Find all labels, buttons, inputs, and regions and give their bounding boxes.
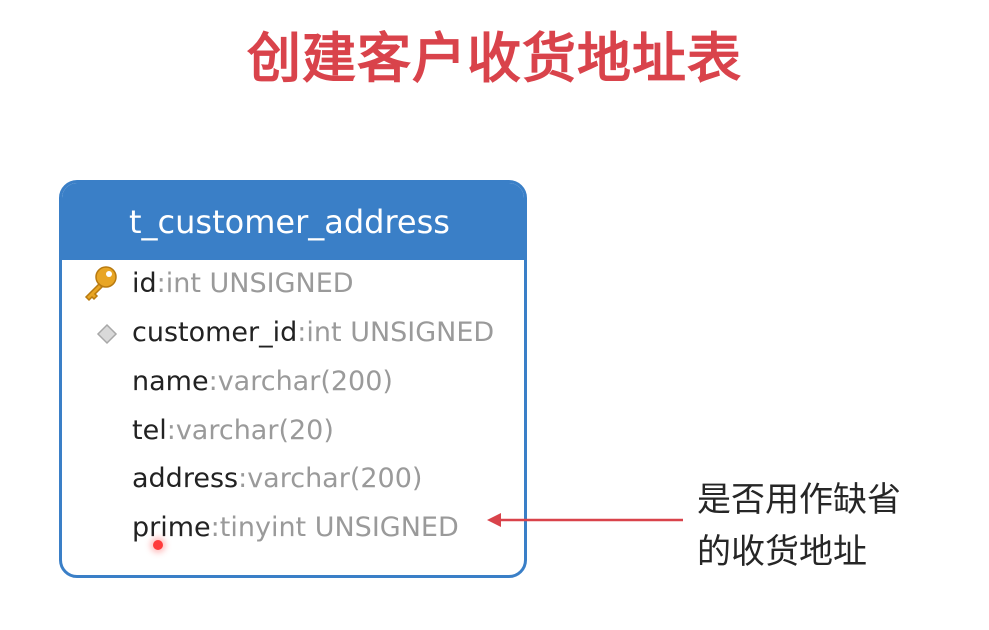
field-row-id[interactable]: id: int UNSIGNED [132, 263, 354, 303]
annotation-arrow [487, 513, 683, 527]
field-name: customer_id [132, 316, 298, 348]
annotation-line-1: 是否用作缺省 [697, 480, 901, 520]
table-name: t_customer_address [62, 183, 524, 260]
field-separator: : [297, 316, 307, 348]
field-separator: : [156, 267, 166, 299]
page-title: 创建客户收货地址表 [247, 27, 742, 90]
field-name: name [132, 365, 209, 397]
field-name: prime [132, 511, 211, 543]
field-separator: : [238, 462, 248, 494]
field-separator: : [208, 365, 218, 397]
field-separator: : [210, 511, 220, 543]
field-name: id [132, 267, 157, 299]
field-type: tinyint UNSIGNED [219, 511, 459, 543]
field-type: varchar(200) [217, 365, 393, 397]
table-entity[interactable]: t_customer_address id: int UNSIGNED cust… [59, 180, 527, 578]
field-type: int UNSIGNED [306, 316, 495, 348]
field-row-tel[interactable]: tel: varchar(20) [132, 410, 334, 450]
field-row-customer-id[interactable]: customer_id: int UNSIGNED [132, 312, 494, 352]
foreign-key-diamond-icon [96, 323, 118, 345]
field-type: int UNSIGNED [165, 267, 354, 299]
field-name: tel [132, 414, 167, 446]
field-row-name[interactable]: name: varchar(200) [132, 361, 393, 401]
field-separator: : [166, 414, 176, 446]
primary-key-icon [84, 266, 117, 302]
field-row-prime[interactable]: prime: tinyint UNSIGNED [132, 507, 459, 547]
field-row-address[interactable]: address: varchar(200) [132, 458, 422, 498]
annotation-note: 是否用作缺省 的收货地址 [697, 474, 957, 578]
mouse-cursor-indicator [153, 540, 163, 550]
field-name: address [132, 462, 239, 494]
field-type: varchar(20) [175, 414, 334, 446]
annotation-line-2: 的收货地址 [697, 532, 867, 572]
field-type: varchar(200) [247, 462, 423, 494]
